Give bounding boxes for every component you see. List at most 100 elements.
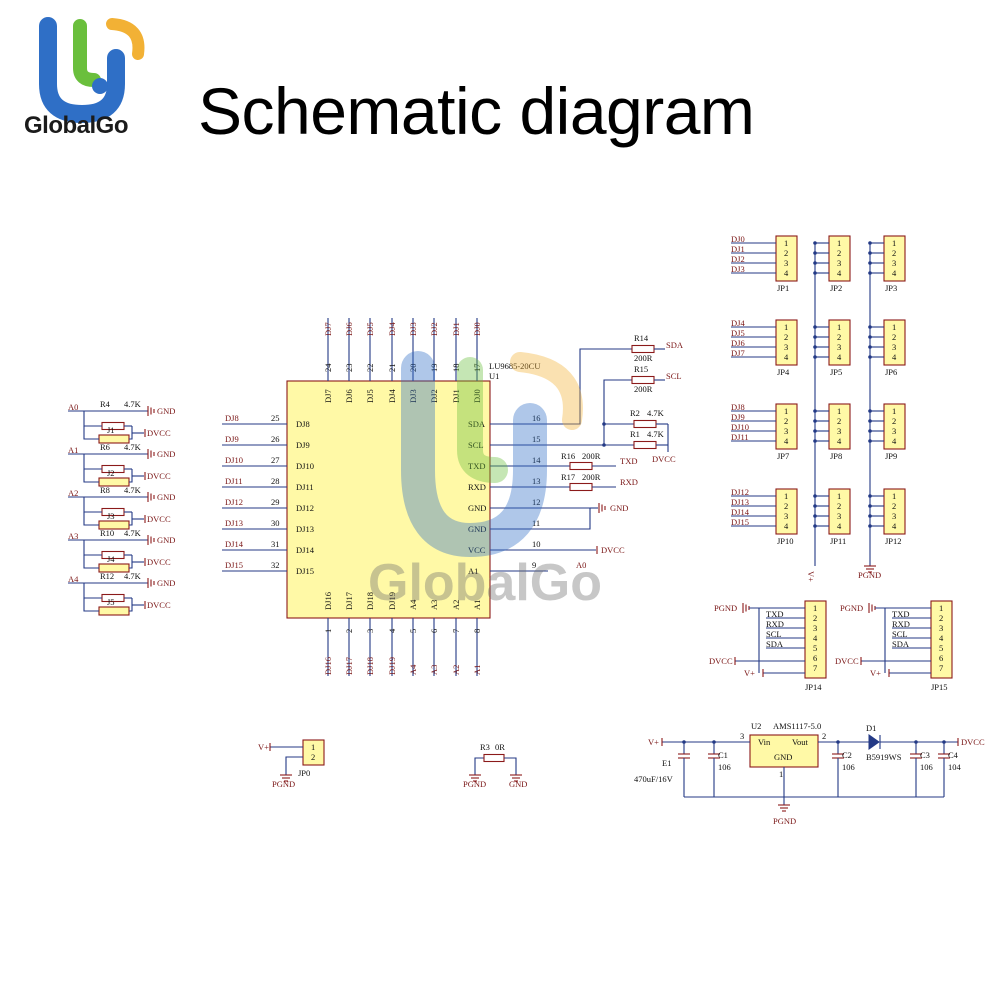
servo-header-pin-number: 3 bbox=[892, 258, 896, 268]
r14-ref: R14 bbox=[634, 333, 649, 343]
jumper-ref: J1 bbox=[107, 425, 115, 435]
uart-header-pin-number: 5 bbox=[939, 643, 943, 653]
ic-part-number: LU9685-20CU bbox=[489, 361, 540, 371]
servo-header-pin-number: 2 bbox=[837, 248, 841, 258]
servo-header-label: JP12 bbox=[885, 536, 902, 546]
servo-header-pin-number: 4 bbox=[892, 268, 897, 278]
r1-value: 4.7K bbox=[647, 429, 665, 439]
servo-header-pin-number: 3 bbox=[837, 342, 841, 352]
servo-header-body bbox=[828, 403, 851, 450]
servo-signal-net-label: DJ3 bbox=[731, 264, 745, 274]
servo-header-label: JP2 bbox=[830, 283, 842, 293]
jumper-body bbox=[98, 606, 130, 616]
servo-header-pin-number: 1 bbox=[784, 238, 788, 248]
uart-header-pin-number: 4 bbox=[939, 633, 944, 643]
ic-left-pin-name: DJ13 bbox=[296, 524, 314, 534]
power-header-body bbox=[302, 739, 325, 766]
ic-top-pin-number: 20 bbox=[408, 364, 418, 373]
servo-header-pin-number: 4 bbox=[837, 521, 842, 531]
dvcc-net-label: DVCC bbox=[652, 454, 676, 464]
scl-net-label: SCL bbox=[666, 371, 682, 381]
resistor-symbol bbox=[569, 482, 593, 492]
regulator-vout: Vout bbox=[792, 737, 809, 747]
ic-right-pin-number: 9 bbox=[532, 560, 536, 570]
address-gnd-label: GND bbox=[157, 449, 175, 459]
ic-top-pin-number: 24 bbox=[323, 363, 333, 372]
ic-right-pin-name: VCC bbox=[468, 545, 486, 555]
servo-header-pin-number: 1 bbox=[837, 406, 841, 416]
r17-ref: R17 bbox=[561, 472, 575, 482]
servo-header-pin-number: 1 bbox=[892, 322, 896, 332]
ic-top-net-label: DJ0 bbox=[472, 322, 482, 336]
uart-net-label: TXD bbox=[892, 609, 909, 619]
servo-header-label: JP10 bbox=[777, 536, 794, 546]
ic-right-pin-name: TXD bbox=[468, 461, 485, 471]
uart-header-pin-number: 2 bbox=[939, 613, 943, 623]
ic-bottom-pin-name: A1 bbox=[472, 600, 482, 610]
ic-right-pin-number: 14 bbox=[532, 455, 541, 465]
wire bbox=[474, 757, 484, 775]
resistor-symbol bbox=[483, 753, 505, 763]
uart-dvcc-label: DVCC bbox=[709, 656, 733, 666]
servo-header-pin-number: 3 bbox=[892, 426, 896, 436]
servo-header-pin-number: 3 bbox=[837, 511, 841, 521]
servo-header-pin-number: 4 bbox=[892, 521, 897, 531]
servo-signal-net-label: DJ10 bbox=[731, 422, 749, 432]
ic-left-pin-name: DJ12 bbox=[296, 503, 314, 513]
ic-bottom-pin-number: 5 bbox=[408, 629, 418, 633]
servo-header-body bbox=[828, 235, 851, 282]
resistor-symbol bbox=[631, 344, 655, 354]
ic-bottom-pin-name: DJ16 bbox=[323, 592, 333, 610]
address-dvcc-label: DVCC bbox=[147, 471, 171, 481]
regulator-part: AMS1117-5.0 bbox=[773, 721, 821, 731]
reg-vplus-label: V+ bbox=[648, 737, 659, 747]
servo-header-pin-number: 4 bbox=[784, 521, 789, 531]
wire bbox=[504, 757, 517, 775]
servo-header-pin-number: 1 bbox=[837, 238, 841, 248]
servo-header-label: JP7 bbox=[777, 451, 789, 461]
servo-header-pin-number: 3 bbox=[892, 342, 896, 352]
wire bbox=[83, 454, 102, 470]
ic-top-net-label: DJ7 bbox=[323, 322, 333, 336]
r16-ref: R16 bbox=[561, 451, 575, 461]
wire bbox=[83, 426, 99, 440]
ic-top-pin-number: 22 bbox=[365, 364, 375, 373]
diode-symbol bbox=[868, 734, 880, 750]
uart-net-label: RXD bbox=[892, 619, 910, 629]
servo-header-pin-number: 1 bbox=[784, 406, 788, 416]
servo-header-label: JP6 bbox=[885, 367, 897, 377]
servo-signal-net-label: DJ7 bbox=[731, 348, 745, 358]
rxd-net-label: RXD bbox=[620, 477, 638, 487]
servo-header-body bbox=[775, 403, 798, 450]
power-header-pin: 1 bbox=[311, 742, 315, 752]
ic-top-pin-number: 23 bbox=[344, 364, 354, 373]
ic-top-pin-number: 21 bbox=[387, 364, 397, 373]
address-resistor-ref: R8 bbox=[100, 485, 110, 495]
servo-header-pin-number: 4 bbox=[784, 436, 789, 446]
uart-header-pin-number: 6 bbox=[813, 653, 817, 663]
cap-value: 470uF/16V bbox=[634, 774, 674, 784]
power-header-label: JP0 bbox=[298, 768, 310, 778]
servo-header-pin-number: 2 bbox=[892, 416, 896, 426]
wire bbox=[129, 598, 133, 612]
wire bbox=[83, 469, 99, 483]
jumper-ref: J4 bbox=[107, 554, 115, 564]
servo-header-pin-number: 2 bbox=[892, 332, 896, 342]
servo-header-body bbox=[828, 319, 851, 366]
servo-header-pin-number: 3 bbox=[784, 511, 788, 521]
scl-wire bbox=[548, 379, 632, 446]
vplus-net-label: V+ bbox=[806, 571, 816, 582]
servo-signal-net-label: DJ9 bbox=[731, 412, 745, 422]
servo-header-pin-number: 1 bbox=[784, 322, 788, 332]
uart-header-pin-number: 6 bbox=[939, 653, 943, 663]
ic-bottom-net-label: DJ19 bbox=[387, 657, 397, 675]
page-title: Schematic diagram bbox=[198, 74, 755, 148]
reg-dvcc-label: DVCC bbox=[961, 737, 985, 747]
servo-header-pin-number: 2 bbox=[892, 248, 896, 258]
uart-pgnd-label: PGND bbox=[714, 603, 737, 613]
ic-right-pin-number: 16 bbox=[532, 413, 541, 423]
ic-left-net-label: DJ12 bbox=[225, 497, 243, 507]
ic-bottom-pin-name: DJ19 bbox=[387, 592, 397, 610]
servo-signal-net-label: DJ15 bbox=[731, 517, 749, 527]
